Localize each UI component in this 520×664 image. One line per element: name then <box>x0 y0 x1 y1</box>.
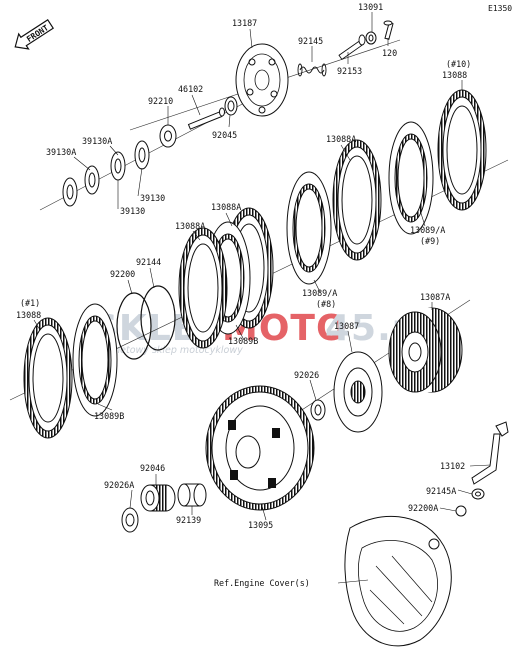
pressure-plate-13187[interactable] <box>235 43 289 117</box>
label-92144[interactable]: 92144 <box>136 257 161 267</box>
note-8: (#8) <box>316 299 336 309</box>
bolt-120[interactable] <box>383 20 394 40</box>
label-92153[interactable]: 92153 <box>337 66 362 76</box>
label-39130A-b[interactable]: 39130A <box>46 147 76 157</box>
label-13088A-top[interactable]: 13088A <box>326 134 356 144</box>
note-9: (#9) <box>420 236 440 246</box>
label-13089B-mid[interactable]: 13089B <box>228 336 258 346</box>
steel-plate-13089B-low[interactable] <box>72 303 118 417</box>
washer-92026[interactable] <box>310 399 326 421</box>
friction-plate-13088-left[interactable] <box>23 317 73 439</box>
release-shaft-13102[interactable] <box>471 421 509 485</box>
note-1: (#1) <box>20 298 40 308</box>
watermark-tagline: internetowy sklep motocyklowy <box>92 345 243 356</box>
label-13187[interactable]: 13187 <box>232 18 257 28</box>
nut-92210[interactable] <box>159 124 177 148</box>
clutch-hub-13087A[interactable] <box>388 307 463 393</box>
label-92145[interactable]: 92145 <box>298 36 323 46</box>
steel-plate-13089A-9[interactable] <box>388 121 434 235</box>
seat-ring-92200[interactable] <box>116 292 152 360</box>
label-39130-b[interactable]: 39130 <box>120 206 145 216</box>
label-92045[interactable]: 92045 <box>212 130 237 140</box>
label-92139[interactable]: 92139 <box>176 515 201 525</box>
label-13087[interactable]: 13087 <box>334 321 359 331</box>
spring-plate-39130-lower[interactable] <box>62 177 78 207</box>
note-10: (#10) <box>446 59 471 69</box>
label-92200A[interactable]: 92200A <box>408 503 438 513</box>
label-13091[interactable]: 13091 <box>358 2 383 12</box>
label-92026A[interactable]: 92026A <box>104 480 134 490</box>
leader-lines <box>33 12 491 584</box>
spring-92145A[interactable] <box>471 488 485 500</box>
spring-ring-92144[interactable] <box>140 285 176 351</box>
part-labels: 13091 13187 92145 92153 120 (#10) 13088 … <box>16 2 471 588</box>
label-92200[interactable]: 92200 <box>110 269 135 279</box>
ring-92200A[interactable] <box>455 505 467 517</box>
friction-plate-13088A-left[interactable] <box>178 227 228 349</box>
collar-92139[interactable] <box>177 483 207 507</box>
clutch-housing-13095[interactable] <box>205 385 315 511</box>
needle-bearing-92046[interactable] <box>140 484 176 512</box>
label-39130A-a[interactable]: 39130A <box>82 136 112 146</box>
label-13088A-mid[interactable]: 13088A <box>211 202 241 212</box>
label-13102[interactable]: 13102 <box>440 461 465 471</box>
label-13095[interactable]: 13095 <box>248 520 273 530</box>
label-39130-a[interactable]: 39130 <box>140 193 165 203</box>
hub-plate-13087[interactable] <box>333 351 383 433</box>
bolt-92153[interactable] <box>338 34 366 60</box>
label-13089A-right[interactable]: 13089/A <box>410 225 445 235</box>
label-13088-left[interactable]: 13088 <box>16 310 41 320</box>
label-92145A[interactable]: 92145A <box>426 486 456 496</box>
friction-plate-13088-top[interactable] <box>437 89 487 211</box>
spring-plate-39130-upper[interactable] <box>110 151 126 181</box>
label-92026[interactable]: 92026 <box>294 370 319 380</box>
label-13087A[interactable]: 13087A <box>420 292 450 302</box>
nut-13091[interactable] <box>365 31 377 45</box>
label-92046[interactable]: 92046 <box>140 463 165 473</box>
front-arrow-icon: FRONT <box>14 18 55 50</box>
label-13088A-left[interactable]: 13088A <box>175 221 205 231</box>
label-46102[interactable]: 46102 <box>178 84 203 94</box>
ref-engine-cover[interactable]: Ref.Engine Cover(s) <box>214 578 310 588</box>
spring-plate-39130A-lower[interactable] <box>84 165 100 195</box>
engine-cover[interactable] <box>344 515 452 647</box>
spring-plate-39130A-upper[interactable] <box>134 140 150 170</box>
bearing-92045[interactable] <box>224 96 238 116</box>
friction-plate-13088A-upper[interactable] <box>332 139 382 261</box>
washer-92026A[interactable] <box>121 507 139 533</box>
label-13089A-mid[interactable]: 13089/A <box>302 288 337 298</box>
steel-plate-13089A-8[interactable] <box>286 171 332 285</box>
diagram-id: E1350 <box>488 4 512 13</box>
pushrod-46102[interactable] <box>187 107 225 130</box>
label-120[interactable]: 120 <box>382 48 397 58</box>
label-92210[interactable]: 92210 <box>148 96 173 106</box>
label-13089B-low[interactable]: 13089B <box>94 411 124 421</box>
spring-92145[interactable] <box>297 63 327 77</box>
label-13088-top[interactable]: 13088 <box>442 70 467 80</box>
